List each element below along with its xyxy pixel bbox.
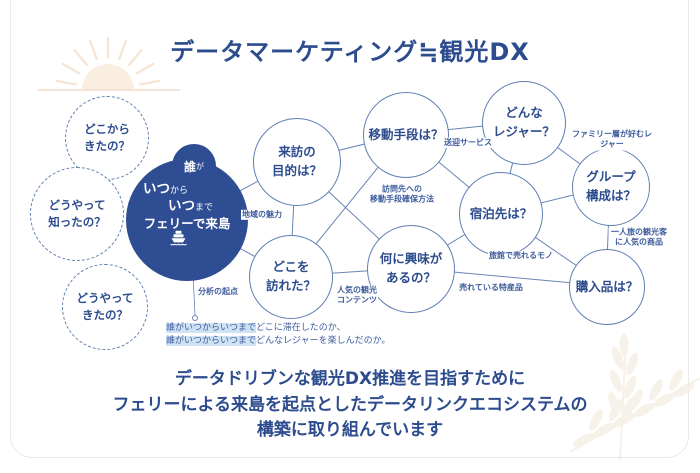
edge-label-popular-content: 人気の観光 コンテンツ [336, 285, 378, 307]
edge-label-family-leisure: ファミリー層が好むレジャー [568, 129, 656, 151]
annotation-line-2: 誰がいつからいつまでどんなレジャーを楽しんだのか。 [166, 335, 390, 348]
edge-label-ryokan-products: 旅館で売れるモノ [488, 250, 554, 262]
annotation-rest-1: どこに滞在したのか、 [256, 323, 346, 333]
footer-line-3: 構築に取り組んでいます [256, 420, 444, 440]
hub-to-main: いつ [168, 198, 195, 214]
edge-label-shuttle-service: 送迎サービス [443, 137, 493, 149]
ferry-icon [170, 230, 187, 246]
annotation-rest-2: どんなレジャーを楽しんだのか。 [256, 336, 391, 347]
node-purchases: 購入品は？ [569, 249, 645, 325]
hub-who-main: 誰 [183, 159, 196, 174]
footer-line-1: データドリブンな観光DX推進を目指すために [174, 369, 526, 389]
node-places-visited: どこを 訪れた？ [249, 235, 333, 319]
node-leisure: どんな レジャー？ [482, 81, 566, 165]
edge-label-transport-to-destination: 訪問先への 移動手段確保方法 [369, 184, 435, 206]
question-node-transport-used: どうやって きたの？ [62, 264, 148, 350]
annotation-highlight-2: 誰がいつからいつまで [166, 336, 257, 347]
edge-label-solo-traveler-products: 一人旅の観光客に人気の商品 [608, 227, 670, 249]
hub-from-main: いつ [143, 181, 170, 197]
node-transport: 移動手段は？ [363, 92, 449, 178]
edge-label-regional-appeal: 地域の魅力 [241, 209, 283, 221]
hub-to-suffix: まで [195, 203, 214, 213]
node-group-composition: グループ 構成は？ [572, 148, 650, 226]
edge-label-popular-specialties: 売れている特産品 [458, 282, 524, 294]
annotation-line-1: 誰がいつからいつまでどこに滞在したのか、 [166, 322, 390, 335]
edge-label-analysis-origin: 分析の起点 [197, 286, 239, 298]
hub-from-suffix: から [170, 186, 189, 196]
page-title: データマーケティング≒観光DX [170, 38, 530, 66]
annotation-highlight-1: 誰がいつからいつまで [166, 323, 257, 333]
footer-line-2: フェリーによる来島を起点としたデータリンクエコシステムの [112, 394, 588, 415]
node-interest: 何に興味が あるの？ [367, 225, 455, 313]
annotation-text: 誰がいつからいつまでどこに滞在したのか、 誰がいつからいつまでどんなレジャーを楽… [166, 322, 390, 348]
footer-statement: データドリブンな観光DX推進を目指すために フェリーによる来島を起点としたデータ… [0, 367, 700, 444]
question-node-origin: どこから きたの？ [65, 96, 149, 180]
node-visit-purpose: 来訪の 目的は？ [253, 118, 341, 206]
card-border [10, 0, 689, 458]
hub-who-suffix: が [196, 161, 204, 171]
question-node-discovery: どうやって 知ったの？ [30, 167, 124, 261]
node-accommodation: 宿泊先は？ [459, 172, 543, 256]
